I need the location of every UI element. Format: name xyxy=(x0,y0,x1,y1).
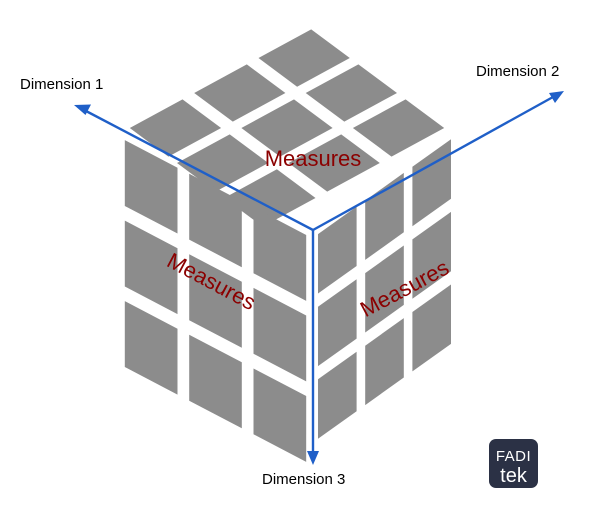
left-face-cell-3-2 xyxy=(189,334,242,429)
top-face-cell-2-2 xyxy=(241,99,333,157)
right-face-cell-2-3 xyxy=(412,211,451,299)
axis-dimension-3 xyxy=(307,230,319,465)
axis-dimension-1-line xyxy=(85,109,314,232)
right-face-cell-2-2 xyxy=(365,245,404,333)
axis-dimension-2-line xyxy=(312,95,554,232)
top-face-cell-2-3 xyxy=(177,134,269,192)
top-face-cell-1-2 xyxy=(194,64,286,122)
top-face-cell-3-2 xyxy=(288,134,380,192)
logo-line-2: tek xyxy=(500,465,528,487)
dimension-3-label: Dimension 3 xyxy=(262,471,345,488)
axis-dimension-1-arrowhead xyxy=(74,104,91,115)
cube xyxy=(124,29,451,462)
logo-line-1: FADI xyxy=(496,448,531,465)
dimension-2-label: Dimension 2 xyxy=(476,63,559,80)
left-face-cell-1-2 xyxy=(189,173,242,268)
left-face-cell-3-3 xyxy=(253,368,307,462)
top-face-measures-label: Measures xyxy=(265,146,362,171)
top-face-cell-1-1 xyxy=(258,29,350,87)
left-face-cell-3-1 xyxy=(124,301,178,395)
right-face-cell-1-2 xyxy=(365,172,404,260)
axis-dimension-2 xyxy=(312,91,564,232)
left-face-cell-1-1 xyxy=(124,140,178,234)
top-face-cell-3-3 xyxy=(224,169,316,227)
left-face-cell-2-3 xyxy=(253,287,307,382)
axis-dimension-3-arrowhead xyxy=(307,451,319,465)
right-face-cell-1-3 xyxy=(412,139,451,227)
axis-dimension-1 xyxy=(74,104,314,232)
axis-dimension-2-arrowhead xyxy=(549,91,564,103)
right-face-cell-1-1 xyxy=(318,206,357,294)
dimension-1-label: Dimension 1 xyxy=(20,76,103,93)
fadi-tek-logo: FADI tek xyxy=(489,439,538,488)
logo-background xyxy=(489,439,538,488)
right-face-cell-2-1 xyxy=(318,279,357,367)
right-face-cell-3-1 xyxy=(318,351,357,439)
left-face-cell-2-1 xyxy=(124,220,178,315)
left-face-cell-1-3 xyxy=(253,207,307,301)
right-face-cell-3-2 xyxy=(365,318,404,406)
top-face-cell-3-1 xyxy=(352,99,445,157)
cube-top-face xyxy=(129,29,445,227)
top-face-cell-1-3 xyxy=(129,99,222,157)
top-face-cell-2-1 xyxy=(305,64,397,122)
cube-left-face xyxy=(124,140,307,462)
right-face-cell-3-3 xyxy=(412,284,451,372)
left-face-cell-2-2 xyxy=(189,254,242,348)
